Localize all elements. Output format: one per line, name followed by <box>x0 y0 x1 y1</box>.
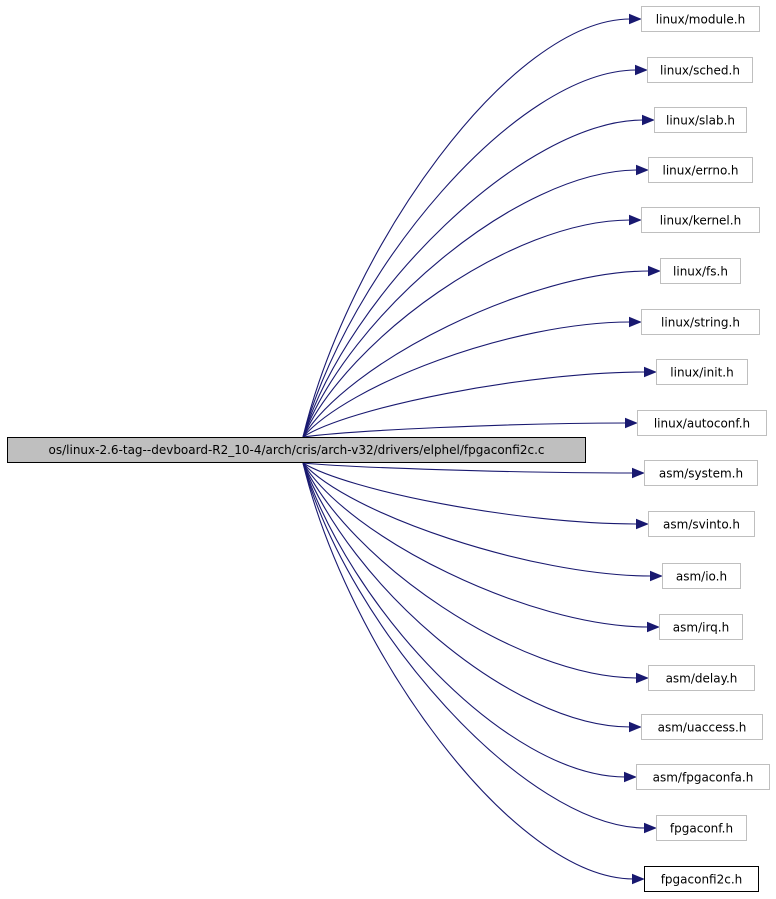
include-label: asm/uaccess.h <box>658 721 747 735</box>
include-box <box>654 107 747 133</box>
include-label: fpgaconfi2c.h <box>661 873 743 887</box>
include-label: linux/sched.h <box>660 64 740 78</box>
edge-to-linux-module-h <box>302 18 631 438</box>
include-label: fpgaconf.h <box>670 822 733 836</box>
include-label: linux/string.h <box>661 316 740 330</box>
include-label: linux/kernel.h <box>660 214 741 228</box>
edge-arrowhead <box>647 621 660 633</box>
edge-to-asm-svinto-h <box>302 462 638 525</box>
include-label: asm/system.h <box>659 467 743 481</box>
edge-to-fpgaconfi2c-h <box>302 462 634 880</box>
edge-to-linux-autoconf-h <box>302 422 627 438</box>
root-file-box <box>7 437 586 463</box>
include-node-linux-fs-h[interactable]: linux/fs.h <box>660 258 741 284</box>
include-node-fpgaconf-h[interactable]: fpgaconf.h <box>656 815 747 841</box>
include-node-asm-delay-h[interactable]: asm/delay.h <box>648 665 755 691</box>
include-box <box>647 57 753 83</box>
edge-arrowhead <box>635 64 648 76</box>
include-node-linux-string-h[interactable]: linux/string.h <box>641 309 760 335</box>
include-node-linux-sched-h[interactable]: linux/sched.h <box>647 57 753 83</box>
include-node-asm-system-h[interactable]: asm/system.h <box>644 460 758 486</box>
root-file-node[interactable]: os/linux-2.6-tag--devboard-R2_10-4/arch/… <box>7 437 586 463</box>
edge-arrowhead <box>636 164 649 176</box>
edge-arrowhead <box>629 214 642 226</box>
edge-arrowhead <box>642 114 655 126</box>
include-box <box>641 714 763 740</box>
edge-to-asm-delay-h <box>302 462 638 679</box>
include-box <box>641 207 760 233</box>
include-node-linux-slab-h[interactable]: linux/slab.h <box>654 107 747 133</box>
edge-to-linux-fs-h <box>302 270 650 438</box>
include-node-asm-irq-h[interactable]: asm/irq.h <box>659 614 743 640</box>
edge-arrowhead <box>650 570 663 582</box>
include-label: asm/delay.h <box>666 672 738 686</box>
edge-arrowhead <box>625 417 638 429</box>
edge-to-linux-kernel-h <box>302 219 631 438</box>
include-box <box>648 511 755 537</box>
edge-to-linux-string-h <box>302 321 631 438</box>
edge-to-asm-system-h <box>302 462 634 474</box>
edge-arrowhead <box>644 822 657 834</box>
edge-arrowhead <box>636 518 649 530</box>
edge-to-asm-uaccess-h <box>302 462 631 728</box>
include-node-linux-autoconf-h[interactable]: linux/autoconf.h <box>637 410 767 436</box>
include-box <box>660 258 741 284</box>
include-box <box>656 815 747 841</box>
edge-to-linux-errno-h <box>302 169 638 438</box>
include-node-linux-module-h[interactable]: linux/module.h <box>641 6 760 32</box>
include-label: linux/module.h <box>656 13 745 27</box>
root-file-label: os/linux-2.6-tag--devboard-R2_10-4/arch/… <box>49 443 545 457</box>
include-box <box>659 614 743 640</box>
edge-arrowhead <box>636 672 649 684</box>
edge-to-asm-fpgaconfa-h <box>302 462 626 778</box>
include-node-asm-fpgaconfa-h[interactable]: asm/fpgaconfa.h <box>636 764 770 790</box>
include-node-asm-uaccess-h[interactable]: asm/uaccess.h <box>641 714 763 740</box>
include-box <box>648 665 755 691</box>
include-label: asm/fpgaconfa.h <box>653 771 754 785</box>
edge-arrowhead <box>629 316 642 328</box>
edges-layer <box>302 13 663 885</box>
include-label: linux/fs.h <box>673 265 728 279</box>
edge-to-asm-io-h <box>302 462 652 577</box>
edge-arrowhead <box>632 467 645 479</box>
include-label: linux/slab.h <box>666 114 735 128</box>
include-box <box>662 563 741 589</box>
include-box <box>648 157 753 183</box>
include-box <box>656 359 748 385</box>
include-box <box>641 6 760 32</box>
include-box <box>644 460 758 486</box>
nodes-layer: os/linux-2.6-tag--devboard-R2_10-4/arch/… <box>7 6 770 892</box>
include-label: linux/errno.h <box>662 164 738 178</box>
include-label: linux/autoconf.h <box>654 417 750 431</box>
include-label: asm/irq.h <box>673 621 729 635</box>
edge-arrowhead <box>644 366 657 378</box>
include-box <box>644 866 759 892</box>
include-node-asm-svinto-h[interactable]: asm/svinto.h <box>648 511 755 537</box>
edge-to-fpgaconf-h <box>302 462 646 829</box>
include-node-linux-kernel-h[interactable]: linux/kernel.h <box>641 207 760 233</box>
include-label: asm/io.h <box>676 570 727 584</box>
include-node-asm-io-h[interactable]: asm/io.h <box>662 563 741 589</box>
edge-arrowhead <box>624 771 637 783</box>
edge-arrowhead <box>648 265 661 277</box>
edge-to-linux-init-h <box>302 371 646 438</box>
edge-arrowhead <box>629 13 642 25</box>
include-node-linux-errno-h[interactable]: linux/errno.h <box>648 157 753 183</box>
edge-to-linux-sched-h <box>302 69 637 438</box>
edge-to-asm-irq-h <box>302 462 649 628</box>
include-label: asm/svinto.h <box>663 518 740 532</box>
include-node-fpgaconfi2c-h[interactable]: fpgaconfi2c.h <box>644 866 759 892</box>
edge-arrowhead <box>629 721 642 733</box>
include-box <box>637 410 767 436</box>
include-box <box>641 309 760 335</box>
include-node-linux-init-h[interactable]: linux/init.h <box>656 359 748 385</box>
include-box <box>636 764 770 790</box>
edge-arrowhead <box>632 873 645 885</box>
edge-to-linux-slab-h <box>302 119 644 438</box>
include-label: linux/init.h <box>670 366 733 380</box>
